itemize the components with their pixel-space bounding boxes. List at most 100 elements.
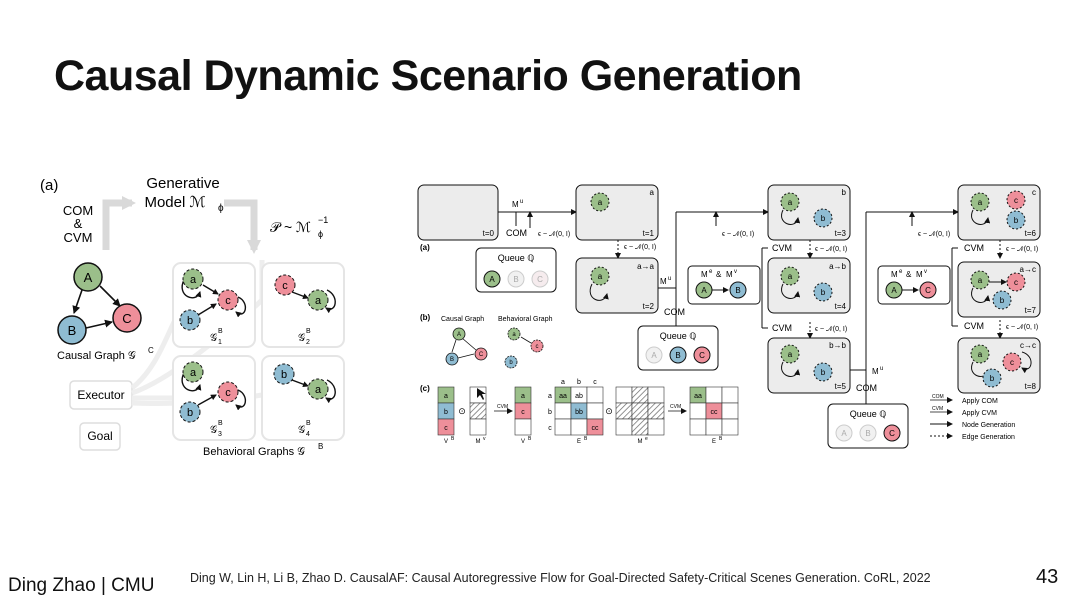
svg-text:a→c: a→c bbox=[1020, 265, 1036, 274]
svg-text:A: A bbox=[841, 429, 847, 438]
causal-graph-label: Causal Graph 𝒢 bbox=[57, 350, 136, 362]
svg-text:e: e bbox=[645, 436, 648, 442]
svg-text:M: M bbox=[660, 277, 667, 286]
generative-label: Generative bbox=[146, 175, 219, 192]
svg-text:B: B bbox=[218, 328, 223, 335]
svg-text:Apply COM: Apply COM bbox=[962, 398, 998, 405]
svg-text:v: v bbox=[483, 436, 486, 442]
svg-text:ϵ ~ 𝒩(0, I): ϵ ~ 𝒩(0, I) bbox=[624, 244, 656, 251]
svg-text:b: b bbox=[509, 360, 513, 366]
model-label: Model ℳ bbox=[144, 194, 205, 211]
svg-text:a: a bbox=[521, 393, 525, 400]
svg-text:M: M bbox=[701, 270, 708, 279]
svg-text:B: B bbox=[451, 436, 455, 442]
svg-text:b: b bbox=[444, 409, 448, 416]
svg-text:B: B bbox=[513, 275, 518, 284]
svg-text:c: c bbox=[444, 425, 448, 432]
svg-text:e: e bbox=[709, 269, 713, 275]
svg-text:M: M bbox=[891, 270, 898, 279]
svg-text:ϵ ~ 𝒩(0, I): ϵ ~ 𝒩(0, I) bbox=[815, 246, 847, 253]
svg-text:Causal Graph: Causal Graph bbox=[441, 316, 484, 323]
svg-text:B: B bbox=[865, 429, 870, 438]
svg-text:a: a bbox=[788, 350, 793, 359]
svg-text:E: E bbox=[577, 439, 581, 445]
svg-text:a→a: a→a bbox=[637, 262, 654, 271]
p-superscript: −1 bbox=[318, 215, 328, 225]
svg-text:v: v bbox=[734, 269, 737, 275]
svg-text:c: c bbox=[548, 425, 552, 432]
svg-text:&: & bbox=[906, 270, 912, 279]
svg-text:&: & bbox=[716, 270, 722, 279]
svg-text:a: a bbox=[190, 367, 197, 379]
svg-text:Apply CVM: Apply CVM bbox=[962, 410, 997, 417]
svg-text:V: V bbox=[444, 439, 448, 445]
svg-text:a: a bbox=[978, 198, 983, 207]
model-subscript: ϕ bbox=[218, 203, 224, 214]
p-subscript: ϕ bbox=[318, 229, 323, 239]
com-label: COM bbox=[63, 203, 93, 218]
svg-text:B: B bbox=[719, 436, 723, 442]
svg-text:c: c bbox=[225, 387, 231, 399]
svg-text:c: c bbox=[536, 344, 539, 350]
svg-text:t=1: t=1 bbox=[643, 229, 655, 238]
executor-label: Executor bbox=[77, 388, 124, 402]
slide-title: Causal Dynamic Scenario Generation bbox=[54, 52, 802, 100]
svg-text:CVM: CVM bbox=[670, 404, 681, 410]
svg-text:COM: COM bbox=[664, 307, 685, 317]
state-box-t0 bbox=[417, 184, 499, 241]
p-label: 𝒫 ~ ℳ bbox=[270, 219, 311, 235]
svg-text:a: a bbox=[598, 272, 603, 281]
svg-text:M: M bbox=[638, 439, 643, 445]
svg-text:CVM: CVM bbox=[772, 323, 792, 333]
svg-text:COM: COM bbox=[932, 394, 944, 400]
svg-text:A: A bbox=[651, 351, 657, 360]
svg-text:CVM: CVM bbox=[964, 243, 984, 253]
svg-text:a: a bbox=[788, 272, 793, 281]
svg-text:cc: cc bbox=[711, 409, 719, 416]
svg-text:B: B bbox=[218, 420, 223, 427]
svg-text:b: b bbox=[1000, 296, 1005, 305]
cvm-label: CVM bbox=[64, 230, 93, 245]
svg-text:b: b bbox=[821, 368, 826, 377]
svg-text:b: b bbox=[187, 315, 193, 327]
edge-A-C bbox=[99, 285, 121, 307]
executor-box bbox=[69, 380, 133, 410]
svg-text:CVM: CVM bbox=[932, 406, 943, 412]
svg-text:Node Generation: Node Generation bbox=[962, 422, 1015, 429]
svg-text:𝒢: 𝒢 bbox=[298, 333, 305, 344]
graph-g4: b a 𝒢 4 B bbox=[273, 363, 336, 438]
svg-text:a: a bbox=[978, 276, 983, 285]
svg-text:a: a bbox=[315, 295, 322, 307]
node-A-label: A bbox=[84, 270, 93, 285]
svg-text:c: c bbox=[225, 295, 231, 307]
svg-text:⊙: ⊙ bbox=[605, 406, 613, 416]
author-label: Ding Zhao | CMU bbox=[8, 575, 155, 596]
edge-B-C bbox=[85, 319, 113, 329]
svg-text:a: a bbox=[548, 393, 552, 400]
svg-text:ϵ ~ 𝒩(0, I): ϵ ~ 𝒩(0, I) bbox=[815, 326, 847, 333]
svg-text:B: B bbox=[306, 420, 311, 427]
svg-text:2: 2 bbox=[306, 339, 310, 346]
svg-text:1: 1 bbox=[218, 339, 222, 346]
right-panel: t=0 a t=1 a a→a t=2 a b t=3 a b a→b t=4 bbox=[417, 184, 1041, 449]
section-a-label: (a) bbox=[420, 243, 430, 252]
svg-text:t=7: t=7 bbox=[1025, 306, 1037, 315]
goal-box bbox=[79, 422, 121, 451]
svg-text:B: B bbox=[675, 351, 680, 360]
goal-label: Goal bbox=[87, 429, 112, 443]
svg-text:v: v bbox=[924, 269, 927, 275]
svg-text:b: b bbox=[821, 288, 826, 297]
svg-text:cc: cc bbox=[592, 425, 600, 432]
svg-text:aa: aa bbox=[559, 393, 567, 400]
svg-text:ϵ ~ 𝒩(0, I): ϵ ~ 𝒩(0, I) bbox=[918, 231, 950, 238]
svg-text:B: B bbox=[584, 436, 588, 442]
svg-text:M: M bbox=[916, 270, 923, 279]
svg-text:Queue ℚ: Queue ℚ bbox=[660, 331, 697, 341]
svg-text:u: u bbox=[668, 276, 671, 282]
svg-text:A: A bbox=[489, 275, 495, 284]
svg-text:4: 4 bbox=[306, 431, 310, 438]
node-C-label: C bbox=[122, 311, 131, 326]
svg-text:a: a bbox=[190, 274, 197, 286]
svg-text:b: b bbox=[821, 214, 826, 223]
